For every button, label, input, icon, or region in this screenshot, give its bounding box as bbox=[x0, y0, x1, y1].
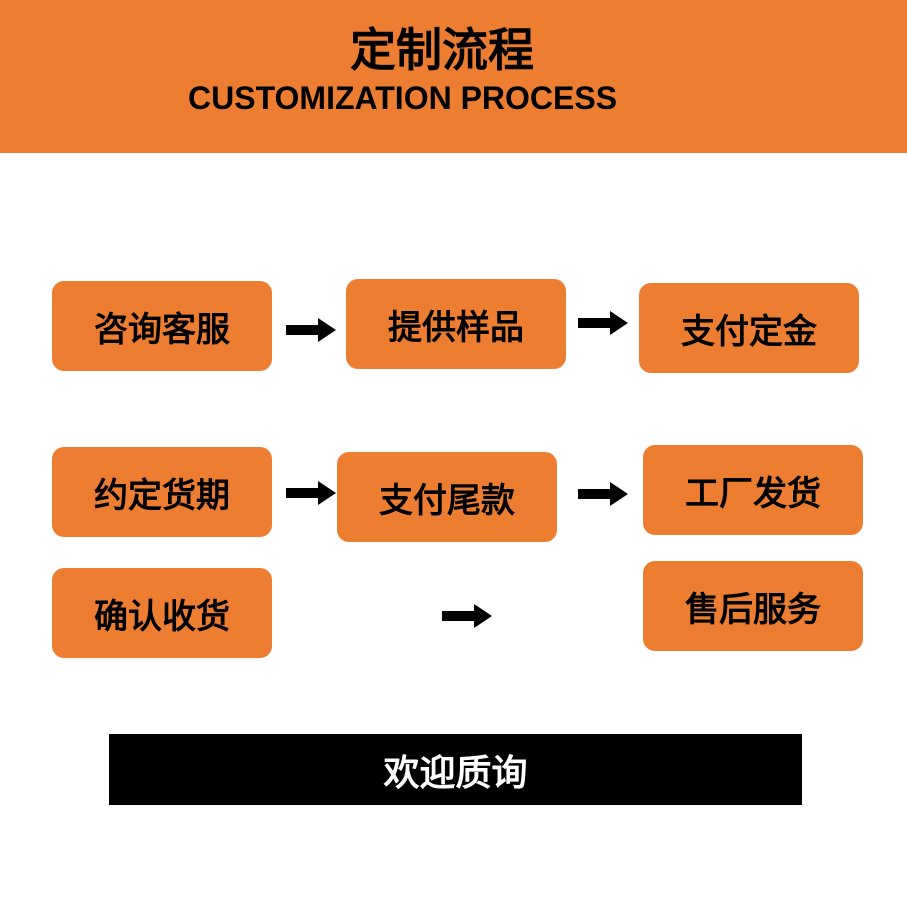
step-pay-balance: 支付尾款 bbox=[337, 452, 557, 542]
step-label: 支付定金 bbox=[681, 311, 817, 352]
step-label: 工厂发货 bbox=[685, 473, 821, 514]
step-label: 咨询客服 bbox=[94, 309, 230, 350]
arrow-right-icon bbox=[578, 310, 628, 336]
step-factory-shipment: 工厂发货 bbox=[643, 445, 863, 535]
arrow-right-icon bbox=[286, 317, 336, 343]
page-subtitle: CUSTOMIZATION PROCESS bbox=[188, 80, 618, 116]
arrow-right-icon bbox=[442, 603, 492, 629]
arrow-right-icon bbox=[578, 481, 628, 507]
step-consult-service: 咨询客服 bbox=[52, 281, 272, 371]
welcome-inquiry-banner: 欢迎质询 bbox=[109, 734, 802, 805]
step-agree-delivery-date: 约定货期 bbox=[52, 447, 272, 537]
page-title: 定制流程 bbox=[350, 23, 534, 77]
step-pay-deposit: 支付定金 bbox=[639, 283, 859, 373]
step-label: 约定货期 bbox=[94, 475, 230, 516]
step-provide-sample: 提供样品 bbox=[346, 279, 566, 369]
step-label: 支付尾款 bbox=[379, 480, 515, 521]
step-label: 售后服务 bbox=[685, 589, 821, 630]
step-label: 确认收货 bbox=[94, 596, 230, 637]
step-after-sales-service: 售后服务 bbox=[643, 561, 863, 651]
arrow-right-icon bbox=[286, 480, 336, 506]
cta-label: 欢迎质询 bbox=[383, 752, 528, 794]
step-confirm-receipt: 确认收货 bbox=[52, 568, 272, 658]
step-label: 提供样品 bbox=[388, 307, 524, 348]
header-banner: 定制流程 CUSTOMIZATION PROCESS bbox=[0, 0, 907, 153]
